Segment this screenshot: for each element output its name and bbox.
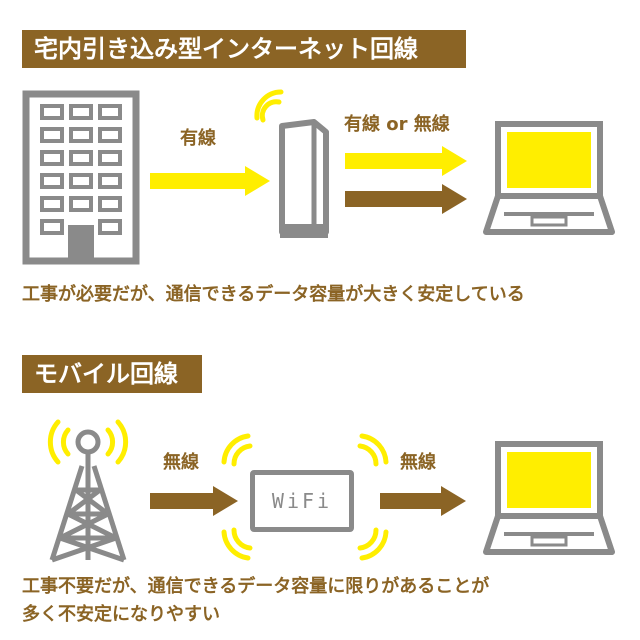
wifi-router-icon: WiFi [250,470,354,532]
signal-waves-icon [254,89,284,123]
laptop-icon [483,121,615,235]
arrow-icon [380,486,466,516]
signal-waves-icon [221,433,389,561]
laptop-icon [483,441,615,555]
arrow-icon [150,166,270,196]
caption-mobile-line-2: 多く不安定になりやすい [22,604,220,625]
arrow-icon [345,146,467,176]
router-icon [279,119,329,238]
arrow-icon [150,486,238,516]
caption-mobile-line-1: 工事不要だが、通信できるデータ容量に限りがあることが [22,576,490,597]
label-wireless-1: 無線 [163,452,199,473]
section-title-mobile-line: モバイル回線 [22,355,202,393]
building-icon [22,90,140,265]
arrow-icon [345,184,467,214]
label-wireless-2: 無線 [400,452,436,473]
label-wired: 有線 [180,128,216,149]
antenna-tower-icon [47,419,129,563]
caption-home-line: 工事が必要だが、通信できるデータ容量が大きく安定している [22,284,525,305]
section-title-home-line: 宅内引き込み型インターネット回線 [22,30,466,68]
label-wired-or-wireless: 有線 or 無線 [344,114,450,135]
wifi-label: WiFi [271,489,333,513]
